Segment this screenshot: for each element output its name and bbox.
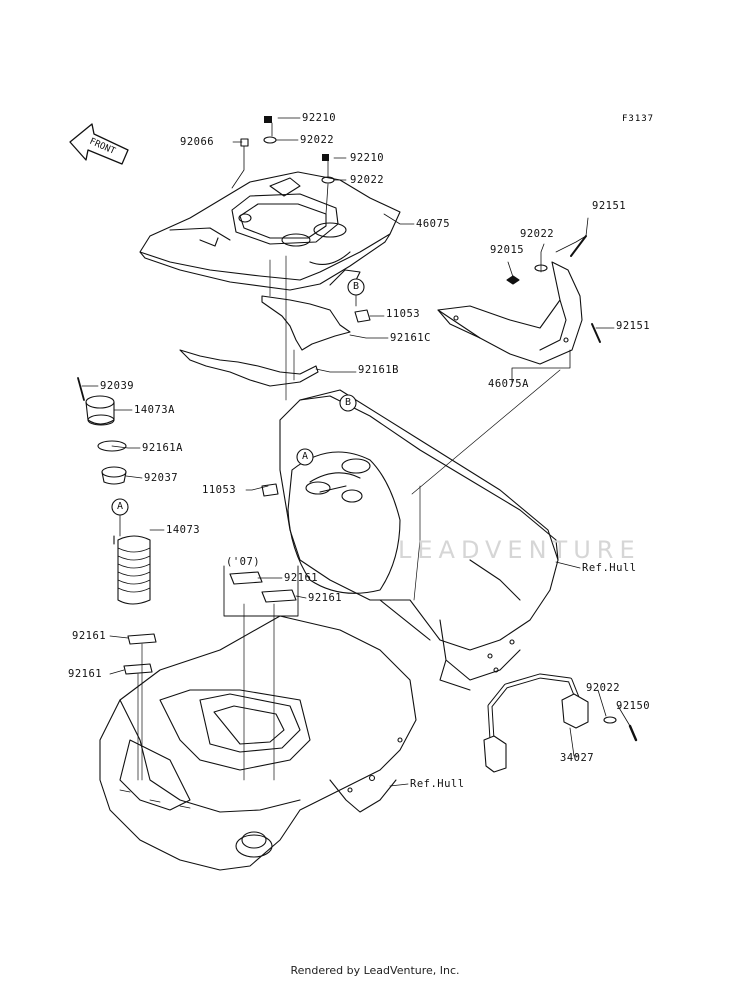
decal-labels — [123, 571, 297, 675]
callout-letter-a: A — [117, 501, 124, 512]
part-label[interactable]: 46075A — [488, 378, 529, 390]
gasket-92161b — [179, 349, 319, 387]
part-label[interactable]: 11053 — [386, 308, 421, 320]
part-label[interactable]: 92150 — [616, 700, 651, 712]
part-label[interactable]: 92161 — [68, 668, 103, 680]
year-label: ('07) — [226, 556, 261, 568]
part-label[interactable]: 92151 — [616, 320, 651, 332]
gasket-92161c — [261, 295, 351, 351]
deck-cover-part — [139, 171, 401, 293]
footer-credit: Rendered by LeadVenture, Inc. — [290, 964, 460, 977]
reference-label[interactable]: Ref.Hull — [582, 562, 637, 574]
watermark-text: LEADVENTURE — [398, 536, 641, 564]
part-label[interactable]: 92161 — [284, 572, 319, 584]
part-label[interactable]: 92161 — [72, 630, 107, 642]
part-label[interactable]: 92210 — [350, 152, 385, 164]
nose-cover-part — [437, 261, 583, 365]
part-label[interactable]: 92022 — [586, 682, 621, 694]
part-label[interactable]: 14073A — [134, 404, 175, 416]
front-arrow-icon: FRONT — [69, 123, 129, 165]
part-label[interactable]: 92161 — [308, 592, 343, 604]
leader-lines — [81, 117, 631, 787]
lower-hull-part — [99, 615, 417, 871]
part-label[interactable]: 92161A — [142, 442, 183, 454]
upper-hull-part — [279, 389, 559, 691]
callout-letter-b: B — [345, 397, 352, 408]
callout-circles — [111, 278, 365, 516]
part-label[interactable]: 92066 — [180, 136, 215, 148]
grab-handle-part — [483, 673, 638, 773]
part-label[interactable]: 92039 — [100, 380, 135, 392]
part-label[interactable]: 92037 — [144, 472, 179, 484]
part-label[interactable]: 46075 — [416, 218, 451, 230]
year-bracket — [223, 565, 299, 617]
callout-letter-b: B — [353, 281, 360, 292]
part-label[interactable]: 92015 — [490, 244, 525, 256]
callout-letter-a: A — [302, 451, 309, 462]
reference-label[interactable]: Ref.Hull — [410, 778, 465, 790]
part-label[interactable]: 92210 — [302, 112, 337, 124]
diagram-code: F3137 — [622, 114, 655, 124]
part-label[interactable]: 34027 — [560, 752, 595, 764]
part-label[interactable]: 92022 — [300, 134, 335, 146]
part-label[interactable]: 92022 — [350, 174, 385, 186]
part-label[interactable]: 92161B — [358, 364, 399, 376]
part-label[interactable]: 14073 — [166, 524, 201, 536]
part-label[interactable]: 92151 — [592, 200, 627, 212]
vent-hose-assembly — [77, 377, 151, 605]
fasteners-hardware — [240, 116, 601, 497]
part-label[interactable]: 92022 — [520, 228, 555, 240]
part-label[interactable]: 11053 — [202, 484, 237, 496]
part-label[interactable]: 92161C — [390, 332, 431, 344]
